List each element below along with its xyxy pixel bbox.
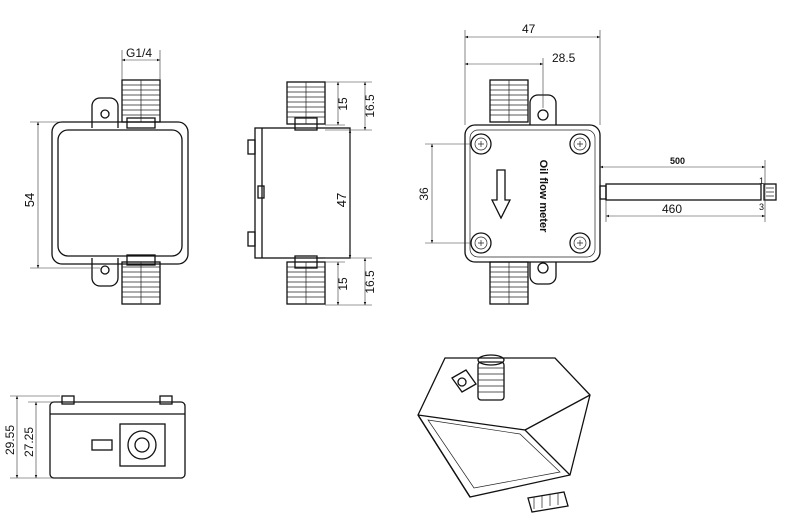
top-view: Oil flow meter 47 28.5 36 500 460 1 3 [417, 22, 777, 305]
bottom-overall-dim: 16.5 [363, 270, 377, 294]
body-outline [49, 401, 186, 479]
cable-sheath-dim: 460 [662, 202, 682, 216]
width-dim: 47 [522, 22, 536, 36]
body-height-dim: 47 [334, 193, 349, 207]
top-fitting-dim: 15 [336, 97, 350, 111]
product-label: Oil flow meter [537, 160, 549, 233]
isometric-view [417, 354, 591, 513]
offset-dim: 28.5 [552, 51, 576, 65]
cable [605, 183, 762, 201]
bottom-view: 29.55 27.25 [3, 395, 186, 479]
pin1-label: 1 [759, 176, 764, 186]
overall-height-dim: 29.55 [3, 425, 17, 455]
body-height-dim: 27.25 [22, 427, 36, 457]
thread-label: G1/4 [126, 46, 152, 60]
flow-direction-arrow-icon [490, 169, 512, 220]
front-view: G1/4 54 [22, 46, 189, 305]
height-label: 54 [22, 193, 37, 207]
bottom-fitting [121, 261, 161, 305]
connector [763, 183, 777, 201]
body-outline [51, 121, 189, 265]
hole-spacing-dim: 36 [417, 187, 431, 201]
top-fitting [121, 79, 161, 123]
bottom-fitting-dim: 15 [336, 277, 350, 291]
pin3-label: 3 [759, 202, 764, 212]
side-view: 15 16.5 47 15 16.5 [247, 81, 377, 306]
cable-length-dim: 500 [670, 156, 685, 166]
top-overall-dim: 16.5 [363, 94, 377, 118]
